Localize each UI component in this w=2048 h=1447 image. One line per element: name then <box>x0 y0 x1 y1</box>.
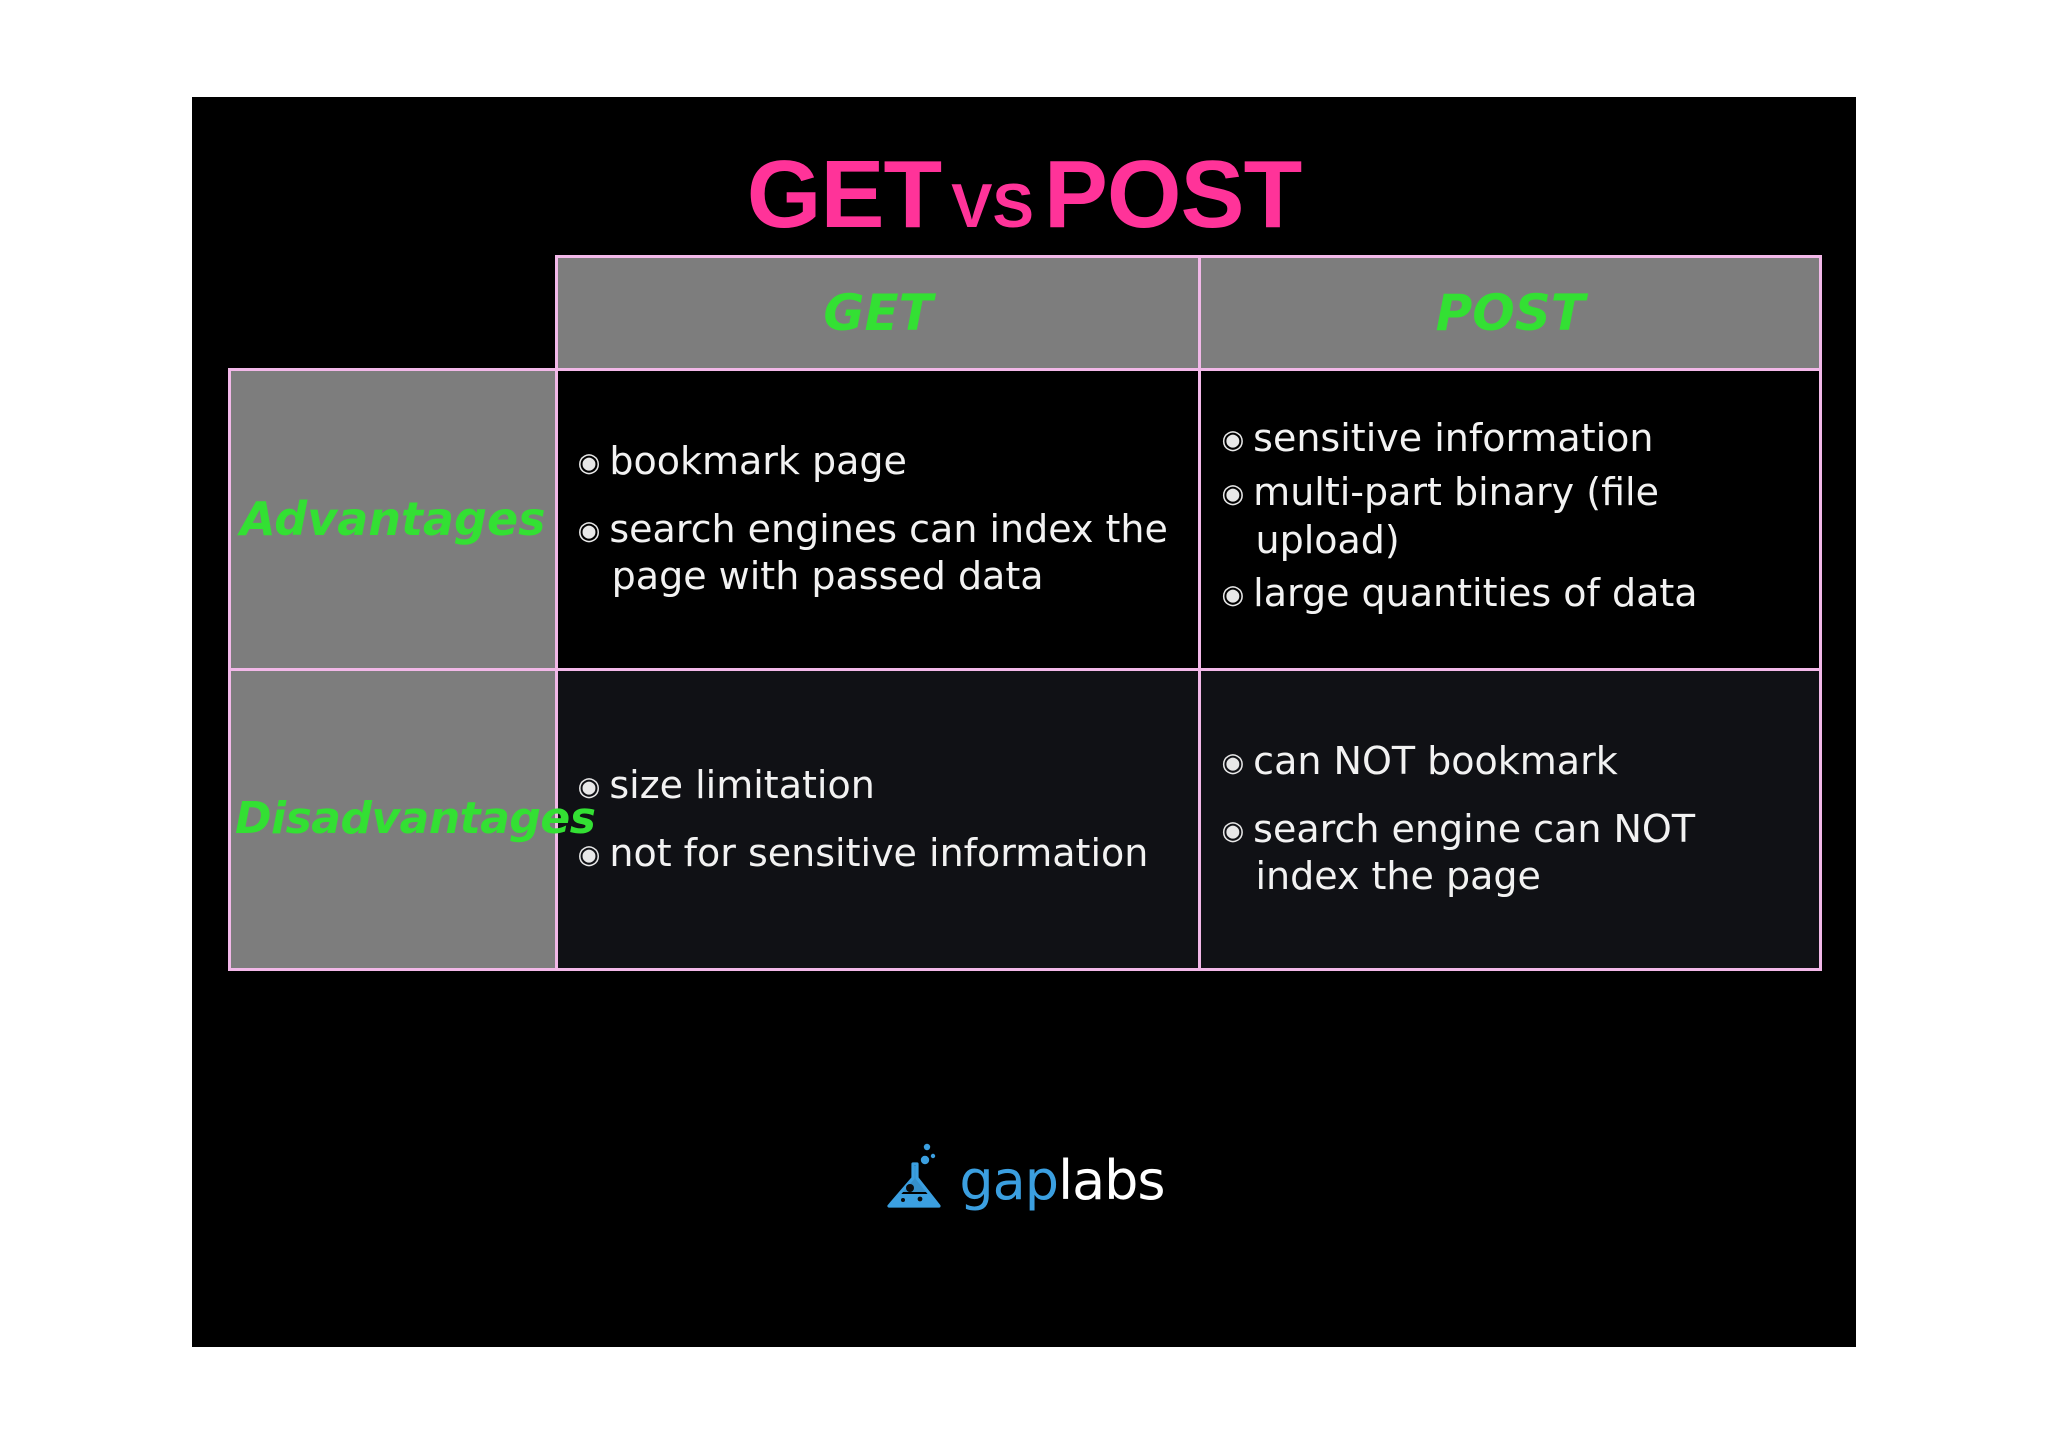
column-header-get-label: GET <box>823 284 933 342</box>
list-item: ◉ sensitive information <box>1221 415 1797 463</box>
row-label-disadvantages: Disadvantages <box>228 668 596 971</box>
table-row-disadvantages: Disadvantages ◉ size limitation ◉ not for … <box>228 668 1822 971</box>
column-header-post: POST <box>1198 255 1822 371</box>
list-item: ◉ search engine can NOT index the page <box>1221 806 1797 902</box>
bullet-icon: ◉ <box>1221 815 1245 846</box>
list-item-text: size limitation <box>609 762 875 807</box>
bullet-icon: ◉ <box>577 771 601 802</box>
list-item-text: sensitive information <box>1253 415 1654 460</box>
bullet-icon: ◉ <box>1221 747 1245 778</box>
bullet-icon: ◉ <box>1221 424 1245 455</box>
list-item: ◉ not for sensitive information <box>578 830 1177 878</box>
table-row-advantages: Advantages ◉ bookmark page ◉ search engine… <box>228 368 1822 671</box>
title-get: GET <box>746 141 942 248</box>
table-header-row: GET POST <box>229 255 1822 371</box>
flask-icon <box>883 1142 947 1219</box>
list-item-text: search engines can index the page with p… <box>609 506 1168 599</box>
cell-post-advantages: ◉ sensitive information ◉ multi-part binar… <box>1198 368 1822 671</box>
cell-post-disadvantages: ◉ can NOT bookmark ◉ search engine can NOT… <box>1198 668 1822 971</box>
list-item-text: multi-part binary (file upload) <box>1253 469 1659 562</box>
list-item: ◉ multi-part binary (file upload) <box>1221 469 1797 565</box>
cell-get-advantages: ◉ bookmark page ◉ search engines can index… <box>554 368 1202 671</box>
column-header-get: GET <box>554 255 1202 371</box>
table-corner-cell <box>229 256 557 370</box>
bullet-list-post-advantages: ◉ sensitive information ◉ multi-part binar… <box>1201 401 1819 639</box>
list-item-text: not for sensitive information <box>609 830 1149 875</box>
list-item: ◉ size limitation <box>578 762 1177 810</box>
list-item-text: can NOT bookmark <box>1253 738 1618 783</box>
bullet-list-get-advantages: ◉ bookmark page ◉ search engines can index… <box>558 424 1199 616</box>
row-label-advantages: Advantages <box>228 368 558 671</box>
list-item: ◉ bookmark page <box>578 438 1177 486</box>
logo-word-labs: labs <box>1058 1148 1166 1212</box>
bullet-icon: ◉ <box>577 447 601 478</box>
logo-word-gap: gap <box>959 1148 1059 1212</box>
row-label-disadvantages-text: Disadvantages <box>235 793 596 845</box>
brand-logo: gaplabs <box>192 1142 1856 1219</box>
bullet-list-get-disadvantages: ◉ size limitation ◉ not for sensitive info… <box>558 748 1199 892</box>
cell-get-disadvantages: ◉ size limitation ◉ not for sensitive info… <box>554 668 1202 971</box>
comparison-table: GET POST Advantages ◉ bookmark page ◉ sear… <box>228 255 1822 971</box>
row-label-advantages-text: Advantages <box>240 492 546 547</box>
column-header-post-label: POST <box>1435 284 1585 342</box>
logo-wordmark: gaplabs <box>959 1153 1165 1208</box>
bullet-icon: ◉ <box>577 839 601 870</box>
list-item-text: large quantities of data <box>1253 571 1698 616</box>
title-post: POST <box>1043 141 1302 248</box>
list-item: ◉ can NOT bookmark <box>1221 738 1797 786</box>
bullet-icon: ◉ <box>1221 478 1245 509</box>
title-vs: VS <box>951 172 1034 241</box>
bullet-icon: ◉ <box>1221 580 1245 611</box>
list-item-text: bookmark page <box>609 438 907 483</box>
list-item: ◉ large quantities of data <box>1221 570 1797 618</box>
list-item: ◉ search engines can index the page with … <box>578 506 1177 602</box>
bullet-list-post-disadvantages: ◉ can NOT bookmark ◉ search engine can NOT… <box>1201 724 1819 916</box>
bullet-icon: ◉ <box>577 515 601 546</box>
list-item-text: search engine can NOT index the page <box>1253 806 1696 899</box>
